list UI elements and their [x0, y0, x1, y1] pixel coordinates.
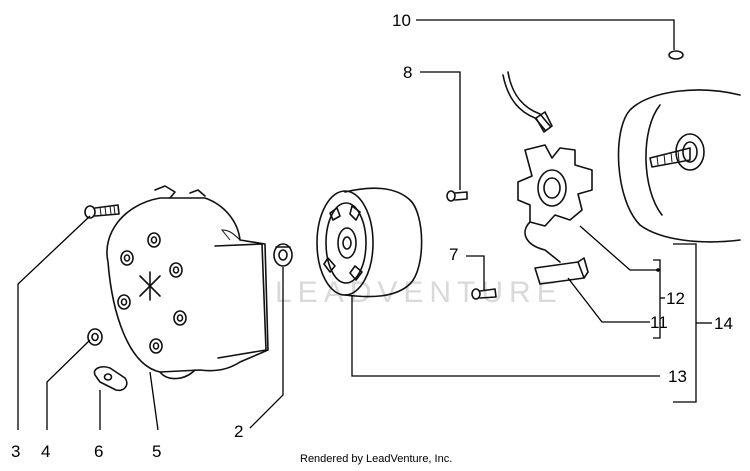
callout-label: 10 — [392, 11, 411, 30]
stator-illustration — [502, 71, 593, 285]
callout-label: 13 — [668, 367, 687, 386]
washer-illustration — [668, 50, 684, 60]
callout-label: 11 — [650, 313, 668, 332]
cover-screw-illustration — [84, 204, 120, 219]
callout-label: 5 — [152, 442, 161, 461]
spacer-illustration — [273, 243, 293, 267]
watermark-text: LEADVENTURE — [275, 276, 563, 309]
flywheel-rotor-illustration — [316, 187, 423, 298]
nut-illustration — [87, 328, 103, 346]
stator-screw-upper-illustration — [446, 190, 468, 202]
clip-illustration — [93, 366, 128, 392]
callout-label: 3 — [11, 442, 20, 461]
credit-text: Rendered by LeadVenture, Inc. — [300, 453, 452, 465]
callout-label: 14 — [714, 314, 733, 333]
callout-label: 12 — [666, 289, 685, 308]
stator-screw-lower-illustration — [471, 288, 497, 300]
crankcase-illustration — [617, 89, 741, 243]
leader-lines — [17, 19, 712, 431]
callout-label: 7 — [449, 245, 458, 264]
flywheel-cover-illustration — [106, 185, 269, 380]
callout-label: 4 — [41, 442, 50, 461]
callout-label: 2 — [234, 422, 243, 441]
callout-label: 6 — [94, 442, 103, 461]
callout-label: 8 — [403, 63, 412, 82]
